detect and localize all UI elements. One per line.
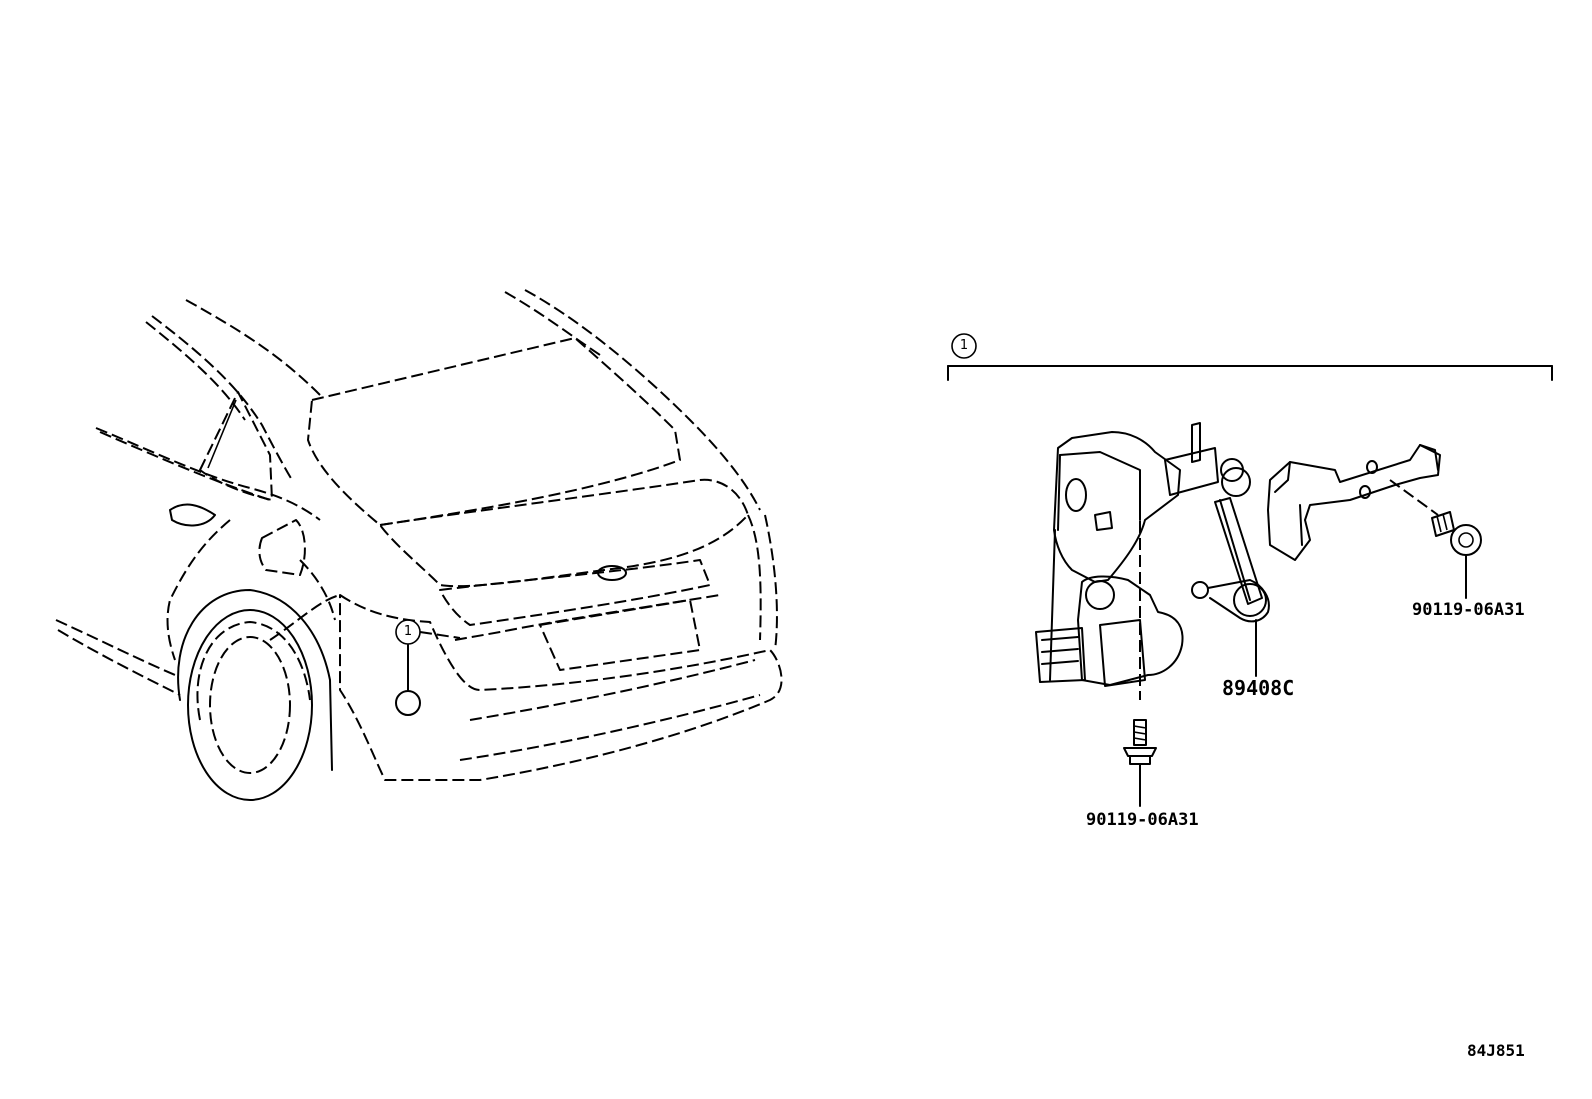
bolt-right [1431, 511, 1482, 599]
label-bolt-bottom: 90119-06A31 [1086, 810, 1199, 830]
car-rear-view [55, 289, 783, 801]
assembly-bracket [947, 333, 1553, 381]
height-sensor-assembly [1035, 422, 1441, 700]
bolt-bottom [1123, 719, 1157, 807]
car-callout-number: 1 [403, 624, 413, 639]
label-sensor-link: 89408C [1222, 676, 1295, 700]
drawing-id: 84J851 [1467, 1041, 1525, 1060]
label-bolt-right: 90119-06A31 [1412, 600, 1525, 620]
assembly-callout-number: 1 [959, 338, 969, 353]
